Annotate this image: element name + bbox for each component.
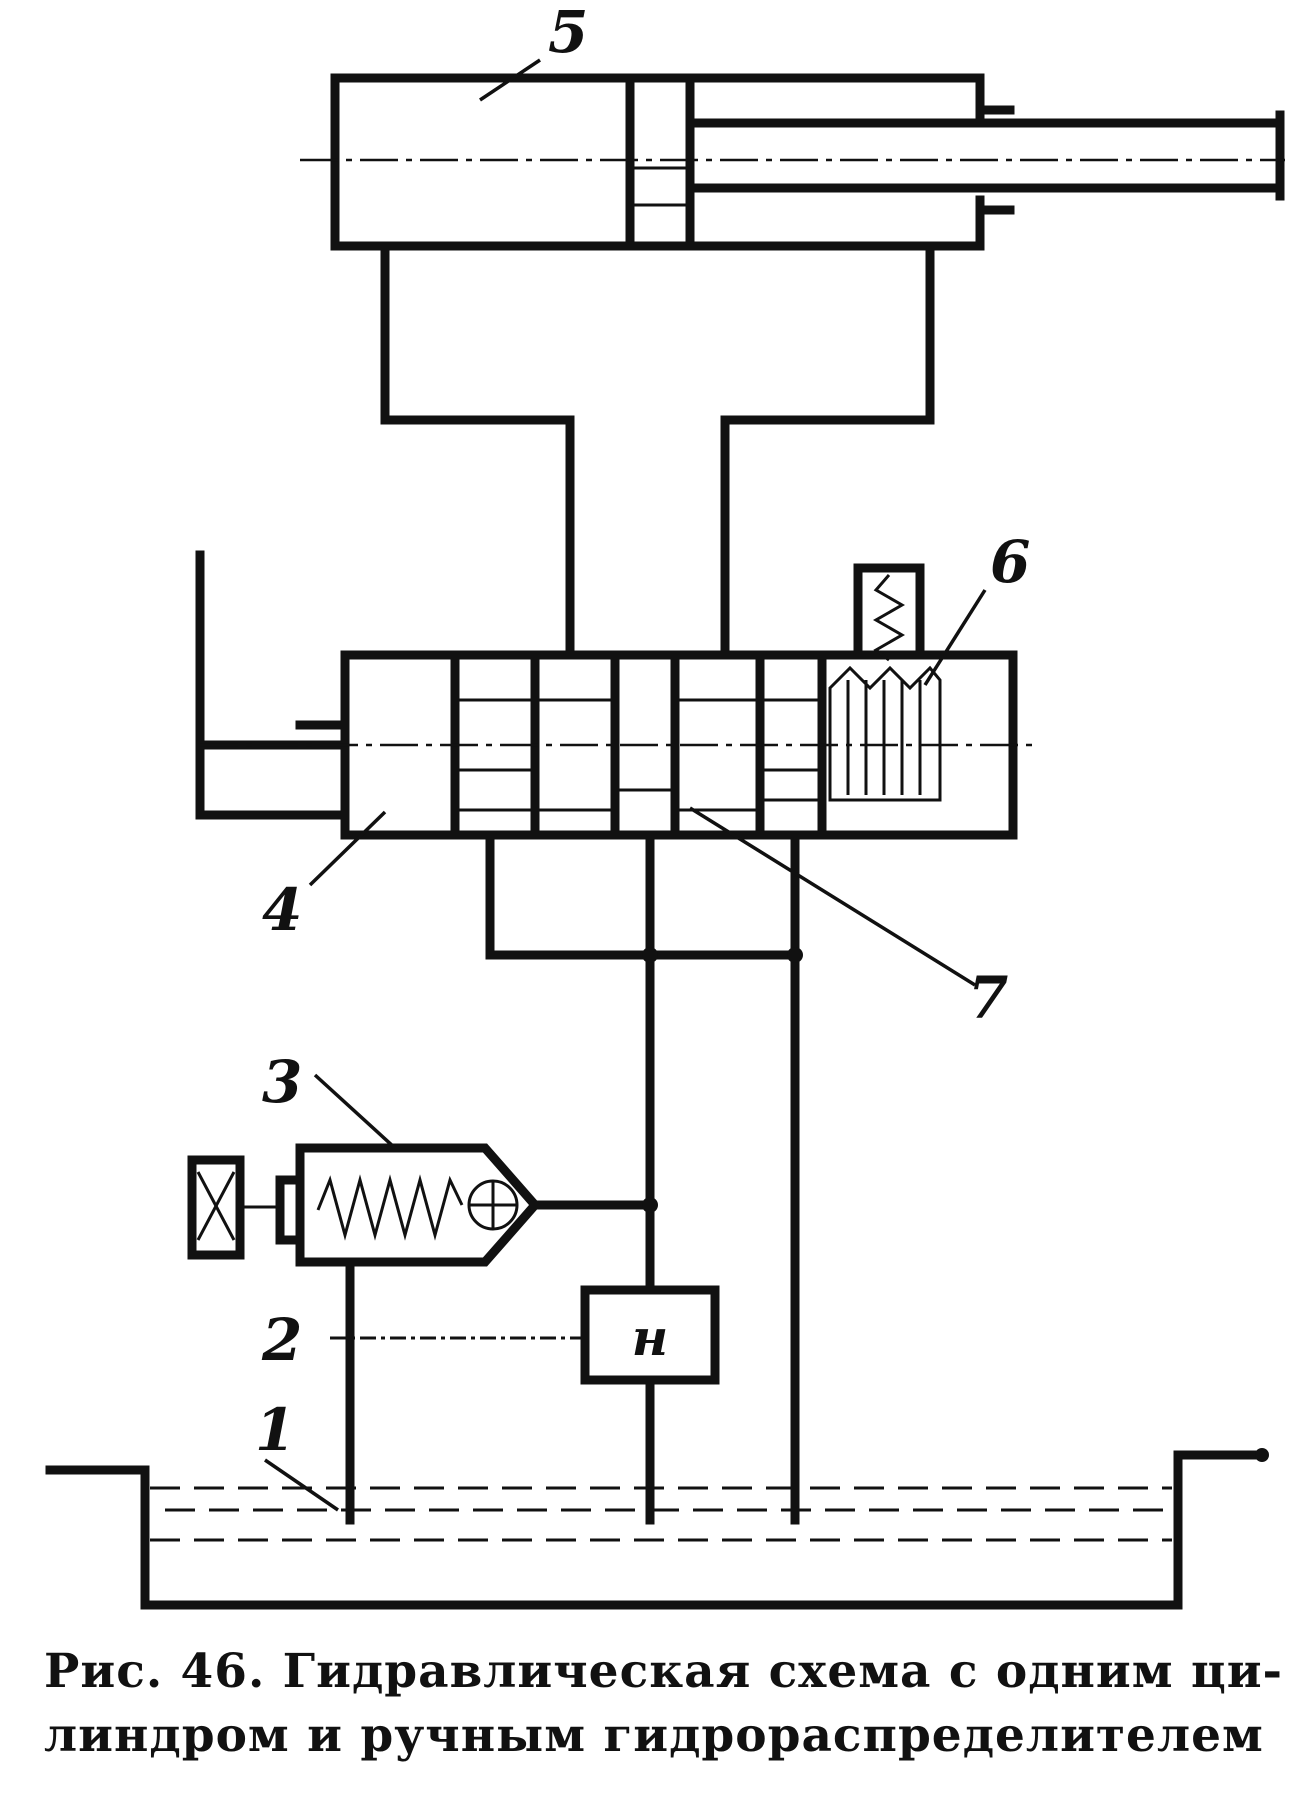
figure-caption: Рис. 46. Гидравлическая схема с одним ци… [44, 1640, 1284, 1768]
label-7: 7 [968, 964, 1008, 1032]
label-5: 5 [548, 0, 588, 66]
caption-line-1: Рис. 46. Гидравлическая схема с одним ци… [44, 1644, 1284, 1699]
spool-land [610, 650, 680, 840]
piston-rod [685, 118, 1285, 193]
pipe-junction [642, 947, 658, 963]
oil-tank [45, 1448, 1269, 1610]
label-6: 6 [990, 528, 1030, 596]
caption-line-2: линдром и ручным гидрораспределителем [44, 1708, 1264, 1763]
pipe-junction [787, 947, 803, 963]
label-1: 1 [255, 1396, 295, 1464]
relief-spring [316, 1174, 464, 1241]
pipe-cylinder-left [380, 241, 575, 660]
detent-bellows [828, 665, 942, 802]
valve-handle[interactable] [195, 550, 350, 820]
pump-label: н [632, 1308, 668, 1367]
pipe-cylinder-right [720, 241, 935, 660]
label-3: 3 [262, 1048, 302, 1116]
hydraulic-cylinder [300, 73, 1285, 251]
label-2: 2 [261, 1306, 302, 1374]
valve-spring [872, 574, 906, 662]
directional-valve [195, 550, 1035, 840]
cylinder-piston [625, 73, 695, 251]
label-4: 4 [262, 876, 302, 944]
relief-valve [187, 1143, 658, 1525]
pump: н [580, 1285, 720, 1385]
pipe-drain-loop [485, 830, 800, 960]
